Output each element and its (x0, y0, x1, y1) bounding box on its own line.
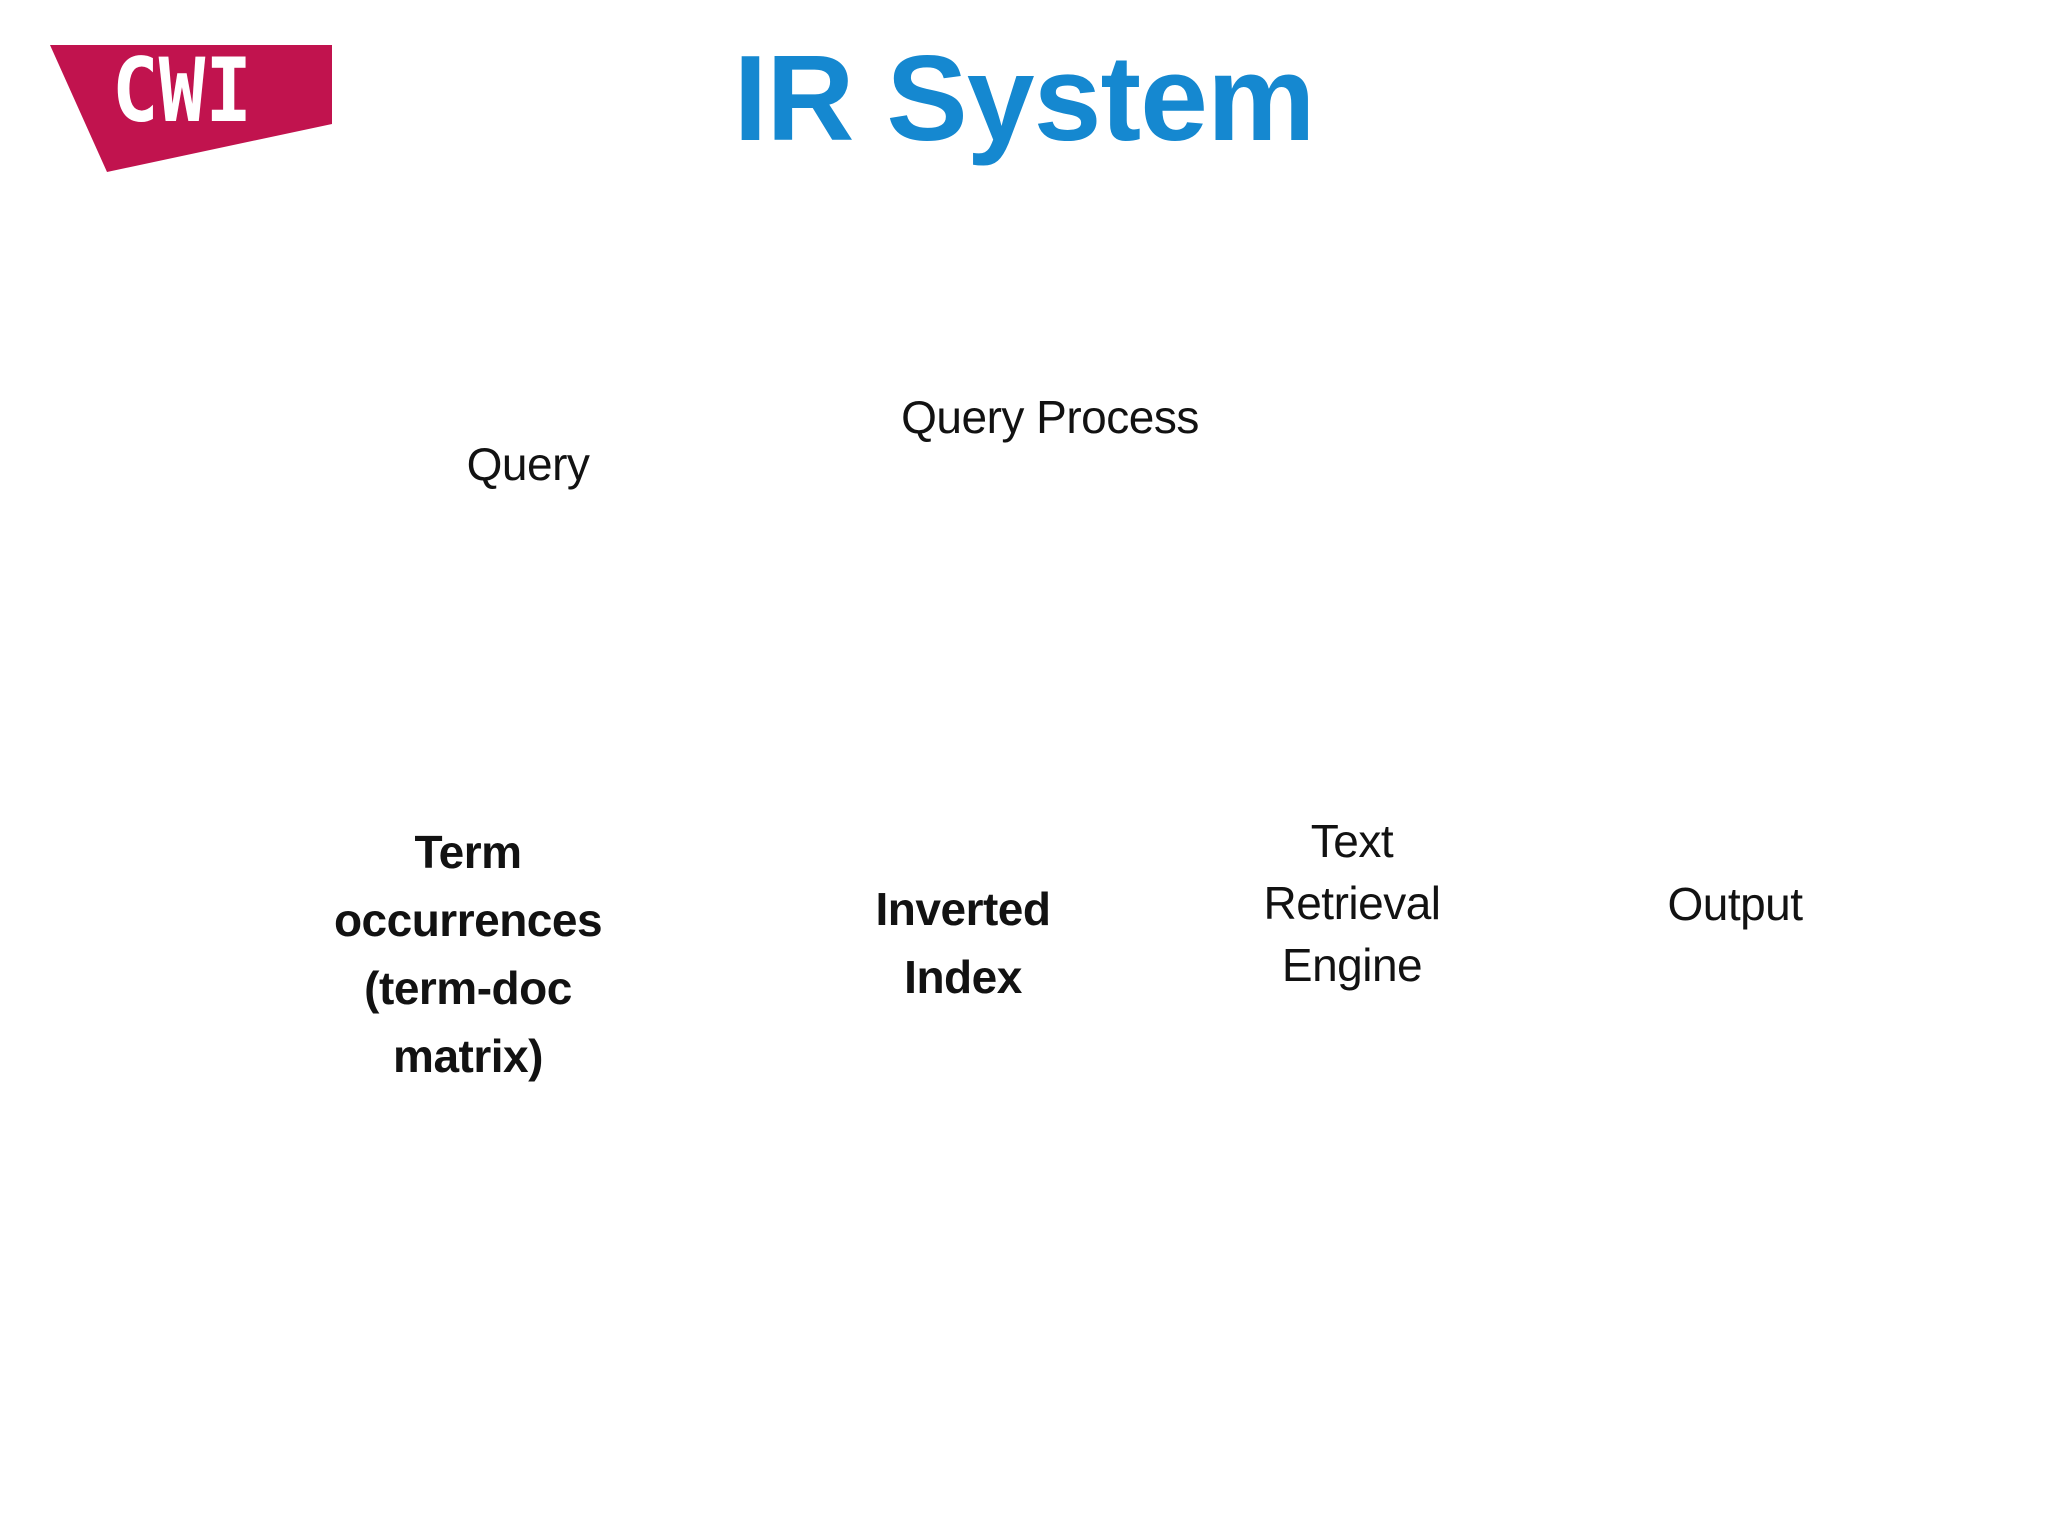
cwi-logo-shape (50, 45, 332, 172)
label-text-retrieval-engine: Text Retrieval Engine (1263, 815, 1441, 991)
label-inverted-index: Inverted Index (875, 883, 1051, 1003)
cwi-logo: CWI (50, 39, 332, 172)
label-query-process: Query Process (901, 391, 1199, 443)
label-output: Output (1667, 878, 1803, 930)
label-query: Query (466, 438, 590, 490)
cwi-logo-text: CWI (112, 39, 252, 142)
slide-title: IR System (733, 30, 1316, 166)
label-term-occurrences: Term occurrences (term-doc matrix) (333, 826, 603, 1082)
